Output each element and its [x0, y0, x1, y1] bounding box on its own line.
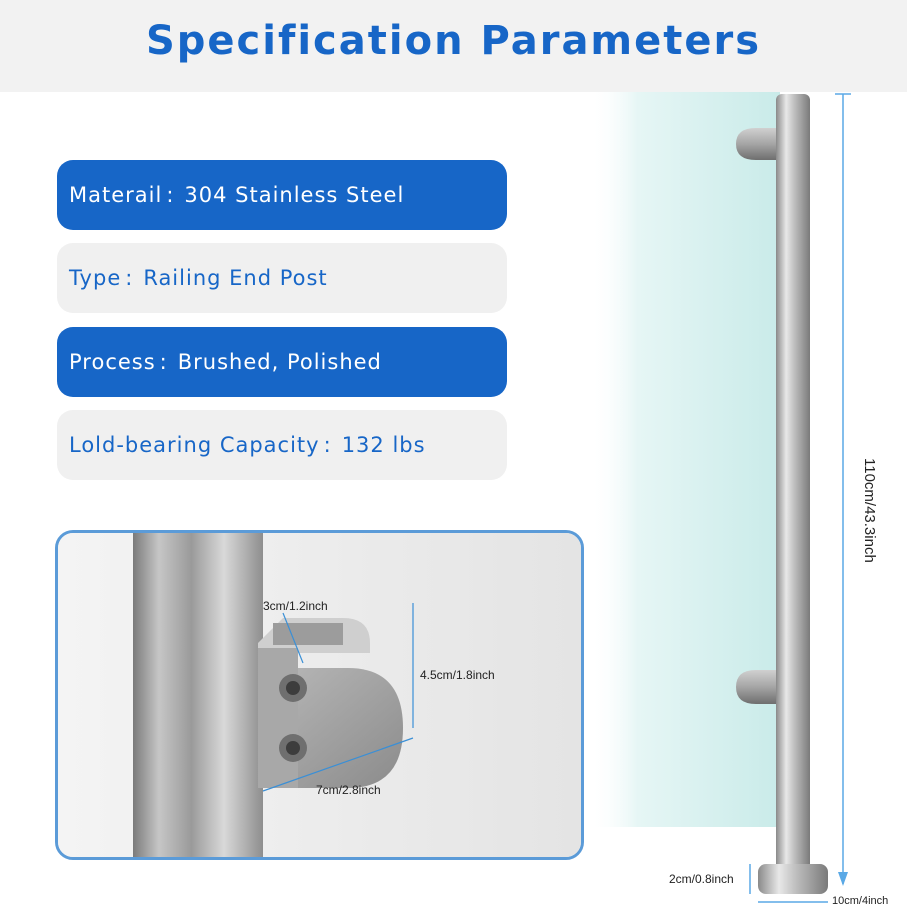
spec-capacity-value: 132 lbs	[341, 433, 426, 457]
spec-material-label: Materail	[69, 183, 163, 207]
base-diameter-label: 10cm/4inch	[832, 895, 889, 907]
spec-type: Type : Railing End Post	[57, 243, 507, 313]
clamp-height-label: 4.5cm/1.8inch	[420, 668, 495, 682]
railing-post-illustration	[590, 92, 851, 903]
spec-material: Materail : 304 Stainless Steel	[57, 160, 507, 230]
header-banner: Specification Parameters	[0, 0, 907, 92]
tube	[133, 533, 263, 857]
spec-material-value: 304 Stainless Steel	[184, 183, 405, 207]
spec-type-value: Railing End Post	[143, 266, 328, 290]
spec-capacity-label: Lold-bearing Capacity	[69, 433, 320, 457]
clamp-detail-illustration	[58, 533, 581, 857]
post-tube	[776, 94, 810, 870]
spec-type-label: Type	[69, 266, 122, 290]
page-title: Specification Parameters	[145, 18, 762, 64]
upper-clamp	[736, 128, 776, 160]
spec-capacity: Lold-bearing Capacity : 132 lbs	[57, 410, 507, 480]
glass-panel	[590, 92, 780, 827]
spec-process-label: Process	[69, 350, 156, 374]
spec-process-value: Brushed, Polished	[177, 350, 382, 374]
base-height-label: 2cm/0.8inch	[669, 872, 734, 886]
clamp-detail-photo: 3cm/1.2inch 4.5cm/1.8inch 7cm/2.8inch	[55, 530, 584, 860]
lower-clamp	[736, 670, 776, 704]
post-base	[758, 864, 828, 894]
clamp-depth-label: 3cm/1.2inch	[263, 599, 328, 613]
spec-process: Process : Brushed, Polished	[57, 327, 507, 397]
post-height-label: 110cm/43.3inch	[861, 458, 878, 563]
clamp-width-label: 7cm/2.8inch	[316, 783, 381, 797]
